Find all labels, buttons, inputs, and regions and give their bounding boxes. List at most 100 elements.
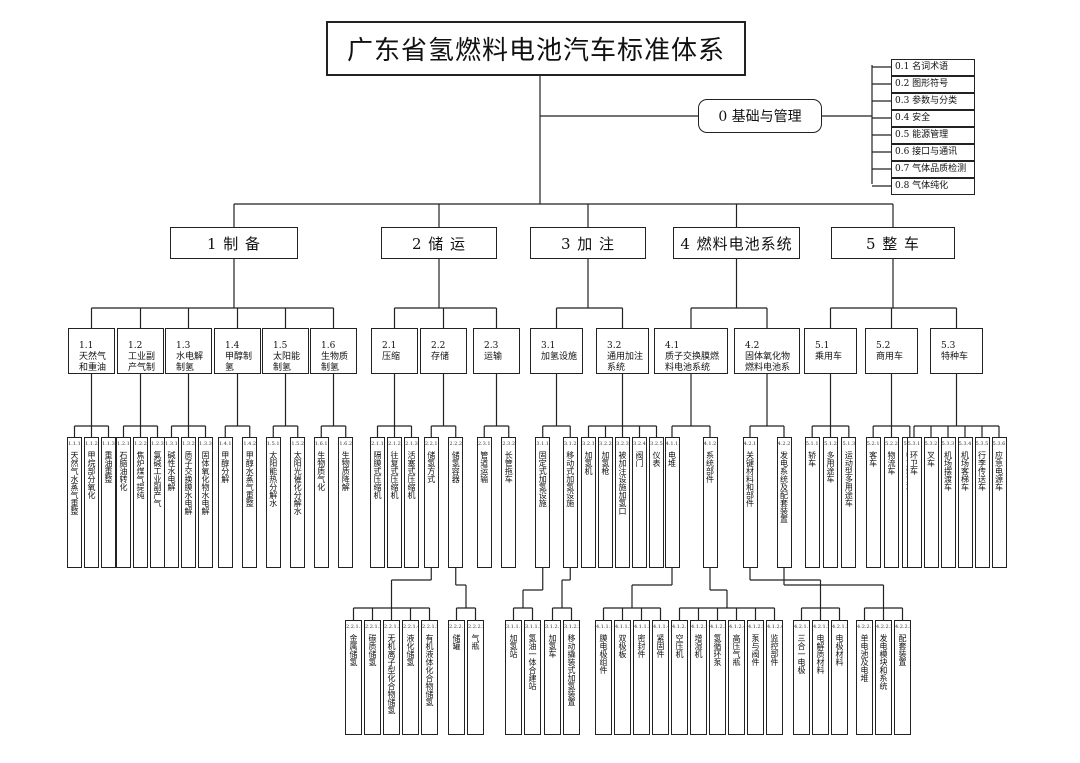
management-item: 0.6 接口与通讯 xyxy=(891,144,975,161)
leaf-code: 1.6.1 xyxy=(314,441,328,447)
leaf-code: 4.1.1.2 xyxy=(615,624,631,630)
leaf-text: 行李传送车 xyxy=(977,451,987,491)
diagram-title: 广东省氢燃料电池汽车标准体系 xyxy=(326,21,746,76)
leaf-code: 2.2.1.4 xyxy=(403,624,419,630)
leaf-code: 4.1.2.2 xyxy=(691,624,707,630)
leaf-3.1.2.1: 3.1.2.1 加氢车 xyxy=(544,620,561,735)
leaf-text: 天然气水蒸气重整 xyxy=(70,451,79,515)
leaf-text: 活塞式压缩机 xyxy=(407,451,416,499)
leaf-code: 4.1.2.1 xyxy=(672,624,688,630)
leaf-text: 电极材料 xyxy=(835,634,844,666)
leaf-text: 生物质气化 xyxy=(316,451,326,491)
leaf-code: 5.1.3 xyxy=(842,441,856,447)
leaf-code: 3.1.1.1 xyxy=(506,624,522,630)
leaf-text: 生物质降解 xyxy=(341,451,351,491)
leaf-text: 电解质材料 xyxy=(816,634,825,674)
leaf-text: 移动式加氢设施 xyxy=(565,451,575,507)
leaf-text: 无机离子型化合物储氢 xyxy=(387,634,396,714)
leaf-text: 运动型多用途车 xyxy=(844,451,854,507)
leaf-code: 4.1.2.4 xyxy=(729,624,745,630)
leaf-text: 发电模块和系统 xyxy=(879,634,888,690)
sub-code: 1.2 xyxy=(128,341,143,351)
leaf-text: 监控部件 xyxy=(770,634,779,666)
leaf-1.6.2: 1.6.2 生物质降解 xyxy=(338,437,354,568)
leaf-code: 1.4.1 xyxy=(218,441,232,447)
category-1: 1 制 备 xyxy=(170,227,298,259)
sub-code: 1.5 xyxy=(273,341,288,351)
leaf-text: 机场摆渡车 xyxy=(943,451,953,491)
leaf-text: 泵与阀件 xyxy=(751,634,760,666)
leaf-code: 1.5.1 xyxy=(266,441,280,447)
leaf-5.1.3: 5.1.3 运动型多用途车 xyxy=(841,437,857,568)
leaf-code: 1.1.1 xyxy=(68,441,81,447)
sub-code: 2.1 xyxy=(382,341,397,351)
leaf-code: 2.1.3 xyxy=(405,441,418,447)
leaf-code: 4.2.1.1 xyxy=(794,624,810,630)
leaf-text: 固体氧化物水电解 xyxy=(201,451,210,515)
management-node: 0 基础与管理 xyxy=(698,99,822,133)
leaf-code: 2.3.1 xyxy=(477,441,491,447)
leaf-code: 4.1.1 xyxy=(665,441,679,447)
leaf-code: 1.2.3 xyxy=(151,441,164,447)
leaf-text: 重油重整 xyxy=(104,451,113,483)
management-item: 0.4 安全 xyxy=(891,110,975,127)
leaf-code: 3.1.2 xyxy=(563,441,577,447)
leaf-text: 移动撬装式加氢装置 xyxy=(567,634,576,706)
leaf-text: 机场客梯车 xyxy=(960,451,970,491)
leaf-code: 2.3.2 xyxy=(502,441,516,447)
leaf-text: 加氢枪 xyxy=(601,451,610,475)
leaf-text: 太阳能热分解水 xyxy=(268,451,278,507)
leaf-text: 质子交换膜水电解 xyxy=(184,451,193,515)
leaf-code: 4.1.2.5 xyxy=(748,624,764,630)
sub-code: 1.1 xyxy=(79,341,94,351)
sub-name: 特种车 xyxy=(941,352,969,362)
leaf-text: 隔膜式压缩机 xyxy=(373,451,382,499)
leaf-text: 碳质储氢 xyxy=(368,634,377,666)
leaf-code: 1.2.1 xyxy=(117,441,130,447)
leaf-text: 多用途车 xyxy=(826,451,835,483)
leaf-text: 储氢容器 xyxy=(451,451,461,483)
leaf-code: 3.2.1 xyxy=(582,441,595,447)
leaf-code: 4.2.2.2 xyxy=(876,624,892,630)
leaf-1.1.1: 1.1.1 天然气水蒸气重整 xyxy=(67,437,82,568)
leaf-4.1.2.5: 4.1.2.5 泵与阀件 xyxy=(747,620,764,735)
sub-name: 甲醇制氢 xyxy=(225,352,253,373)
leaf-text: 配套装置 xyxy=(898,634,907,666)
leaf-code: 4.1.2.6 xyxy=(767,624,783,630)
sub-name: 加氢设施 xyxy=(541,352,578,362)
leaf-text: 储氢方式 xyxy=(426,451,436,483)
leaf-code: 5.3.2 xyxy=(924,441,938,447)
leaf-code: 2.1.1 xyxy=(371,441,384,447)
leaf-text: 应急电源车 xyxy=(994,451,1004,491)
leaf-code: 3.1.2.1 xyxy=(545,624,561,630)
sub-name: 天然气和重油制氢 xyxy=(79,352,107,373)
leaf-5.3.4: 5.3.4 机场客梯车 xyxy=(957,437,973,568)
leaf-code: 5.3.4 xyxy=(958,441,972,447)
leaf-code: 1.6.2 xyxy=(339,441,353,447)
sub-name: 通用加注系统 xyxy=(607,352,644,373)
leaf-text: 仪表 xyxy=(652,451,661,467)
leaf-text: 加氢车 xyxy=(548,634,557,658)
